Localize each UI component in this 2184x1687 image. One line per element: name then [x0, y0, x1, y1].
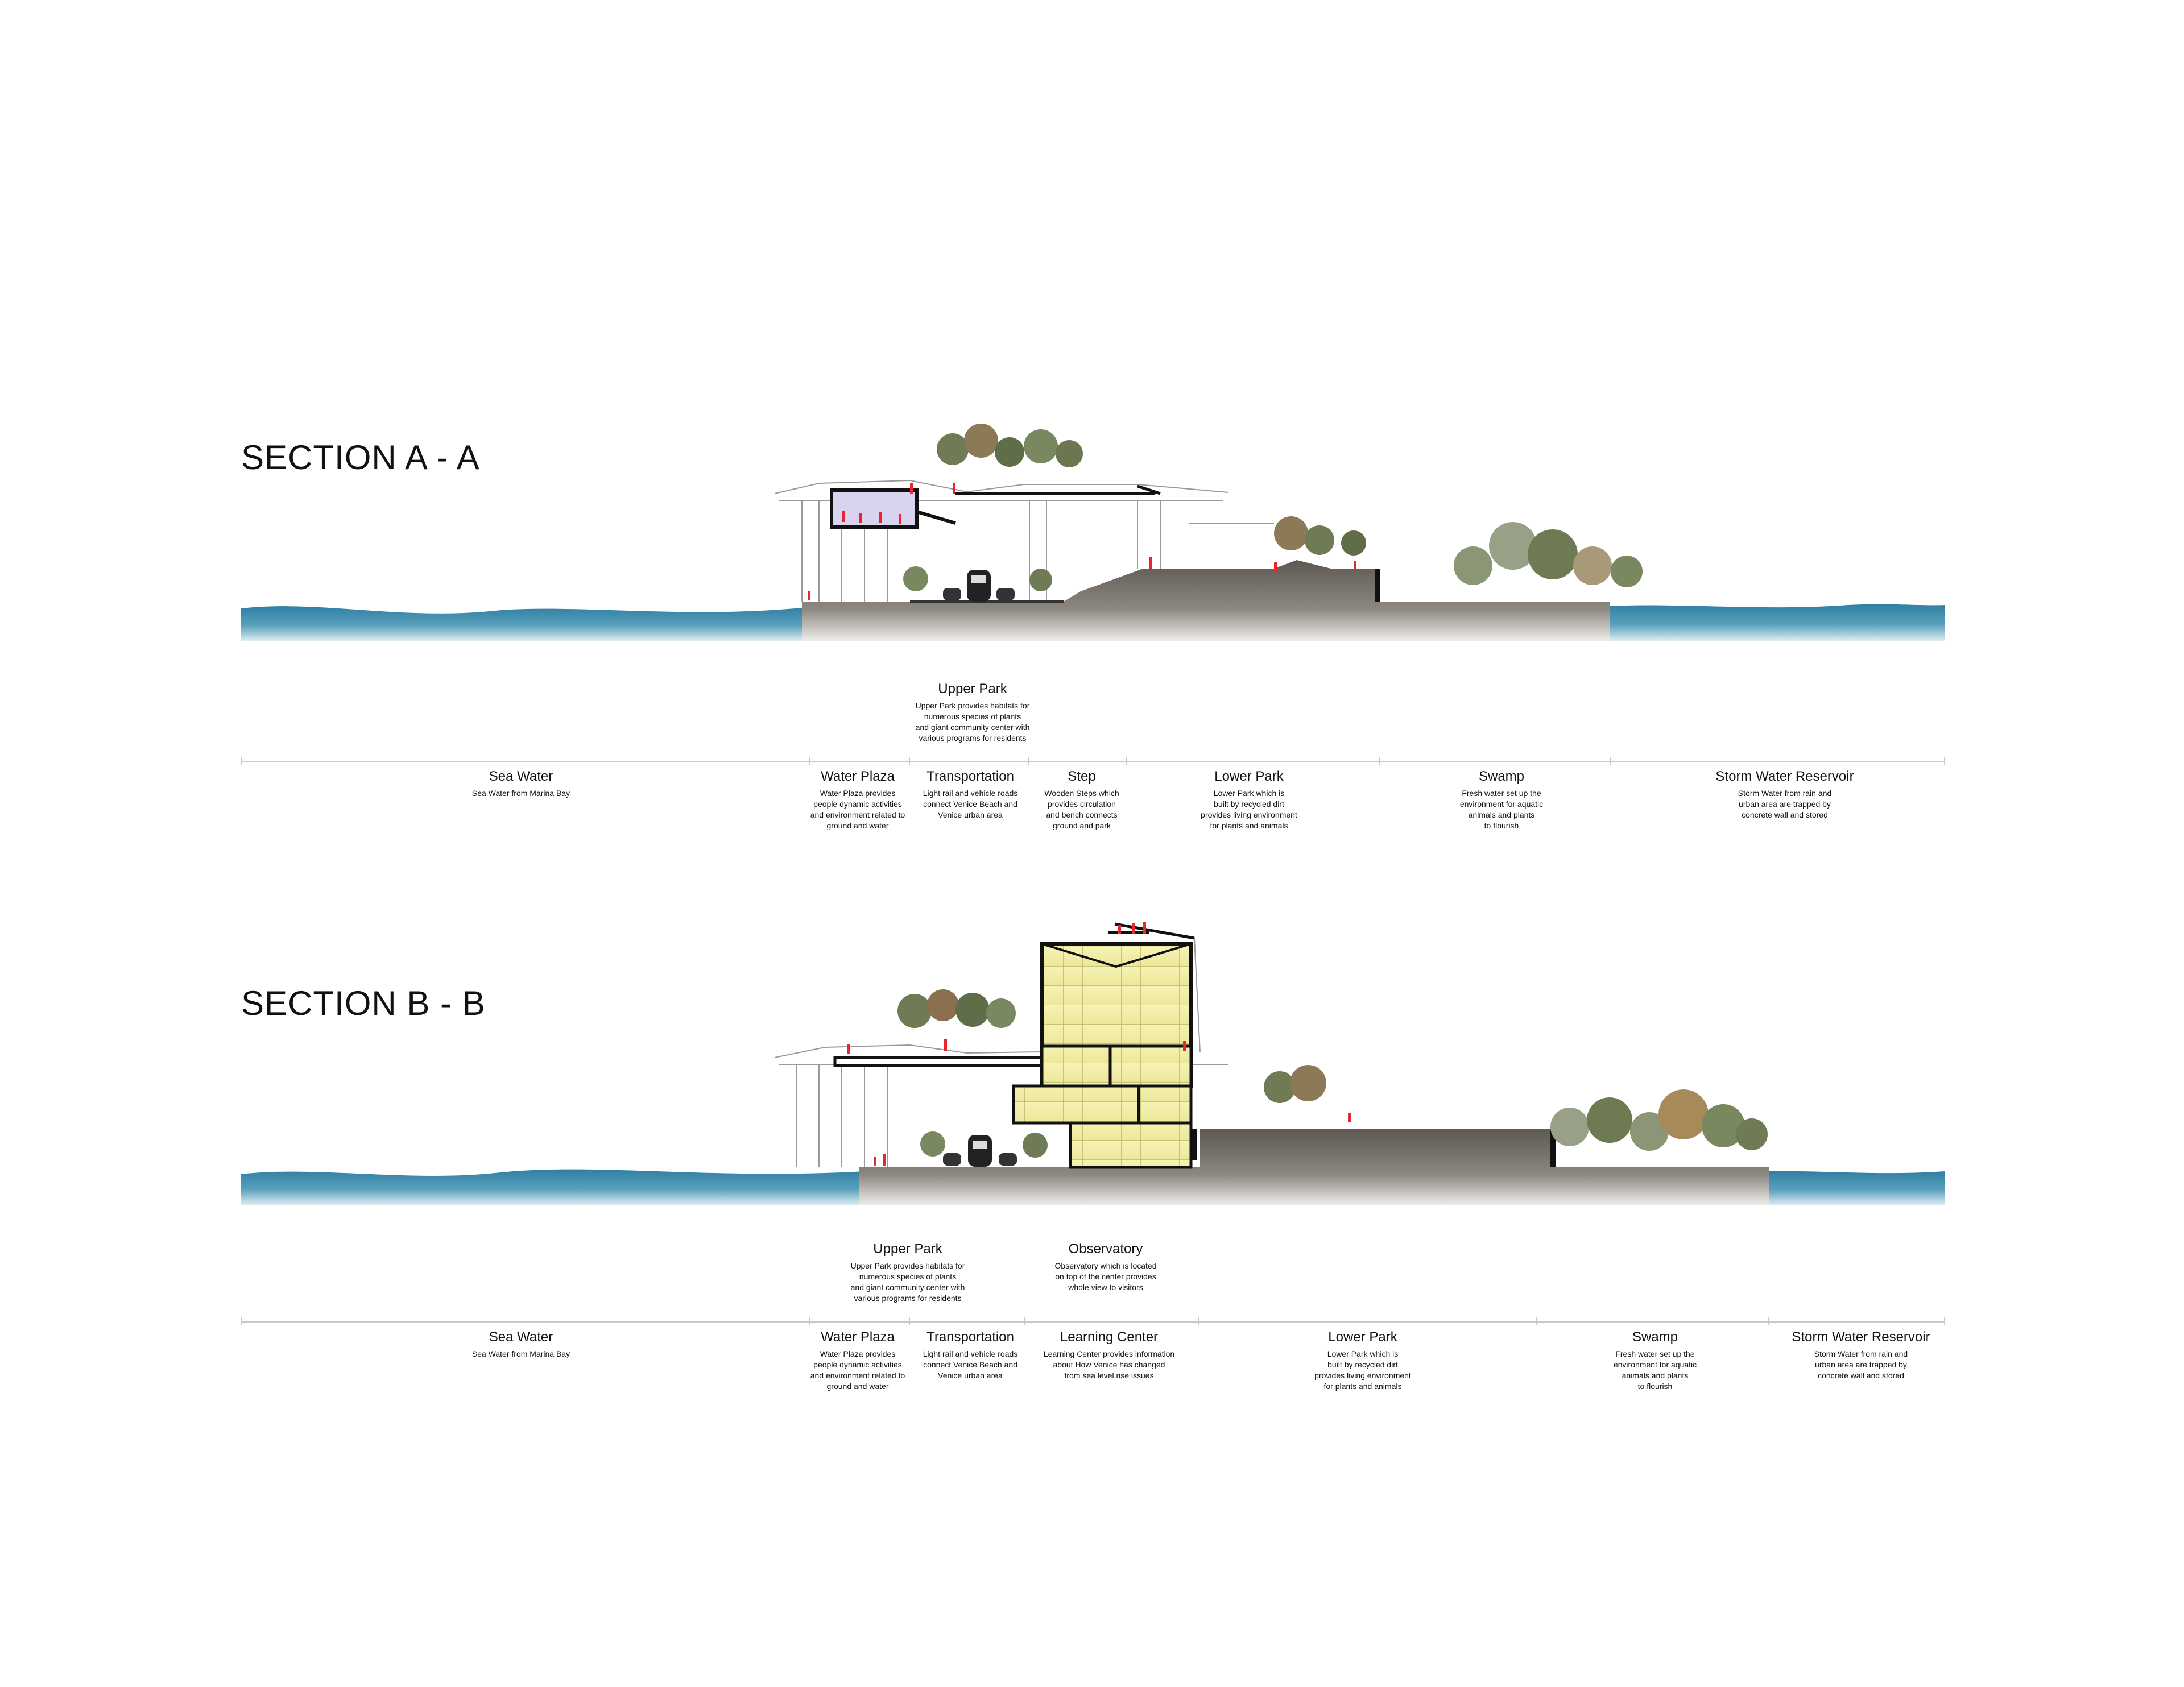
upper-park-heading-b: Upper Park [873, 1241, 942, 1257]
zone-heading: Water Plaza [821, 1329, 895, 1345]
tick-a [809, 757, 810, 765]
tick-b [1536, 1317, 1537, 1325]
zone-heading: Transportation [926, 769, 1014, 784]
reservoir-water-b [1769, 1171, 1945, 1205]
zone-transportation-a: Transportation Light rail and vehicle ro… [923, 769, 1018, 820]
tick-a [909, 757, 910, 765]
scale-line-b [241, 1321, 1945, 1323]
cars-a [943, 588, 1015, 600]
zone-sea-water-b: Sea Water Sea Water from Marina Bay [472, 1329, 570, 1359]
tick-b [1198, 1317, 1199, 1325]
section-b-title: SECTION B - B [241, 984, 486, 1022]
tick-a [1028, 757, 1029, 765]
zone-desc: Fresh water set up the environment for a… [1613, 1349, 1697, 1391]
zone-sea-water-a: Sea Water Sea Water from Marina Bay [472, 769, 570, 799]
people-a [808, 483, 1356, 600]
upper-park-label-a: Upper Park Upper Park provides habitats … [916, 681, 1030, 744]
zone-storm-water-b: Storm Water Reservoir Storm Water from r… [1792, 1329, 1930, 1381]
tick-a [1126, 757, 1127, 765]
tick-b [1024, 1317, 1025, 1325]
zone-learning-center-b: Learning Center Learning Center provides… [1044, 1329, 1174, 1381]
sea-water-b [241, 1169, 864, 1205]
upper-deck-b [833, 1056, 1044, 1067]
zone-lower-park-b: Lower Park Lower Park which is built by … [1314, 1329, 1411, 1392]
concrete-wall-b [1550, 1129, 1556, 1167]
zone-swamp-a: Swamp Fresh water set up the environment… [1460, 769, 1543, 831]
tick-a [1944, 757, 1945, 765]
people-b [847, 922, 1351, 1166]
zone-desc: Water Plaza provides people dynamic acti… [810, 1349, 905, 1391]
zone-swamp-b: Swamp Fresh water set up the environment… [1614, 1329, 1697, 1392]
concrete-wall-a [1375, 569, 1380, 602]
zone-desc: Sea Water from Marina Bay [471, 1349, 570, 1358]
upper-park-label-b: Upper Park Upper Park provides habitats … [851, 1241, 965, 1304]
glass-room-a [830, 488, 919, 529]
zone-heading: Step [1068, 769, 1096, 784]
zone-heading: Water Plaza [821, 769, 895, 784]
zone-storm-water-a: Storm Water Reservoir Storm Water from r… [1715, 769, 1854, 820]
zone-heading: Lower Park [1214, 769, 1284, 784]
zone-heading: Sea Water [489, 769, 553, 784]
learning-center-tower [1012, 922, 1197, 1169]
trees-upper-park-a [937, 424, 1083, 467]
observatory-heading-b: Observatory [1068, 1241, 1143, 1257]
zone-desc: Storm Water from rain and urban area are… [1738, 789, 1832, 819]
tick-b [1768, 1317, 1769, 1325]
tick-a [1610, 757, 1611, 765]
zone-desc: Sea Water from Marina Bay [471, 789, 570, 798]
light-rail-b [968, 1135, 992, 1167]
sea-water-a [241, 606, 808, 641]
section-a-drawing [241, 424, 1945, 641]
trees-lower-a [903, 516, 1643, 591]
tick-a [1379, 757, 1380, 765]
zone-transportation-b: Transportation Light rail and vehicle ro… [923, 1329, 1018, 1381]
zone-heading: Sea Water [489, 1329, 553, 1345]
zone-heading: Lower Park [1328, 1329, 1397, 1345]
zone-heading: Storm Water Reservoir [1792, 1329, 1930, 1345]
zone-desc: Storm Water from rain and urban area are… [1814, 1349, 1908, 1380]
reservoir-water-a [1610, 604, 1945, 641]
tick-b [241, 1317, 242, 1325]
cars-b [943, 1153, 1017, 1166]
section-b-drawing [241, 922, 1945, 1205]
zone-heading: Storm Water Reservoir [1715, 769, 1854, 784]
tick-a [241, 757, 242, 765]
upper-park-heading-a: Upper Park [938, 681, 1007, 697]
zone-heading: Swamp [1478, 769, 1525, 784]
light-rail-a [967, 570, 991, 602]
zone-heading: Transportation [926, 1329, 1014, 1345]
upper-park-desc-b: Upper Park provides habitats for numerou… [850, 1261, 965, 1303]
observatory-desc-b: Observatory which is located on top of t… [1054, 1261, 1157, 1292]
zone-desc: Learning Center provides information abo… [1043, 1349, 1175, 1380]
tick-b [909, 1317, 910, 1325]
upper-park-desc-a: Upper Park provides habitats for numerou… [915, 701, 1030, 743]
zone-desc: Lower Park which is built by recycled di… [1201, 789, 1297, 830]
zone-desc: Light rail and vehicle roads connect Ven… [923, 789, 1018, 819]
zone-water-plaza-a: Water Plaza Water Plaza provides people … [810, 769, 905, 831]
soil-a [802, 560, 1610, 641]
tick-b [1944, 1317, 1945, 1325]
zone-desc: Fresh water set up the environment for a… [1459, 789, 1544, 830]
zone-desc: Light rail and vehicle roads connect Ven… [923, 1349, 1018, 1380]
zone-heading: Swamp [1632, 1329, 1678, 1345]
trees-b [897, 989, 1768, 1158]
zone-desc: Lower Park which is built by recycled di… [1314, 1349, 1411, 1391]
tick-b [809, 1317, 810, 1325]
soil-b [859, 1129, 1769, 1205]
zone-water-plaza-b: Water Plaza Water Plaza provides people … [810, 1329, 905, 1392]
scale-line-a [241, 761, 1945, 762]
section-a-title: SECTION A - A [241, 438, 480, 476]
zone-heading: Learning Center [1060, 1329, 1159, 1345]
zone-step-a: Step Wooden Steps which provides circula… [1044, 769, 1119, 831]
observatory-label-b: Observatory Observatory which is located… [1055, 1241, 1157, 1293]
zone-lower-park-a: Lower Park Lower Park which is built by … [1201, 769, 1297, 831]
zone-desc: Wooden Steps which provides circulation … [1044, 789, 1119, 830]
zone-desc: Water Plaza provides people dynamic acti… [810, 789, 905, 830]
